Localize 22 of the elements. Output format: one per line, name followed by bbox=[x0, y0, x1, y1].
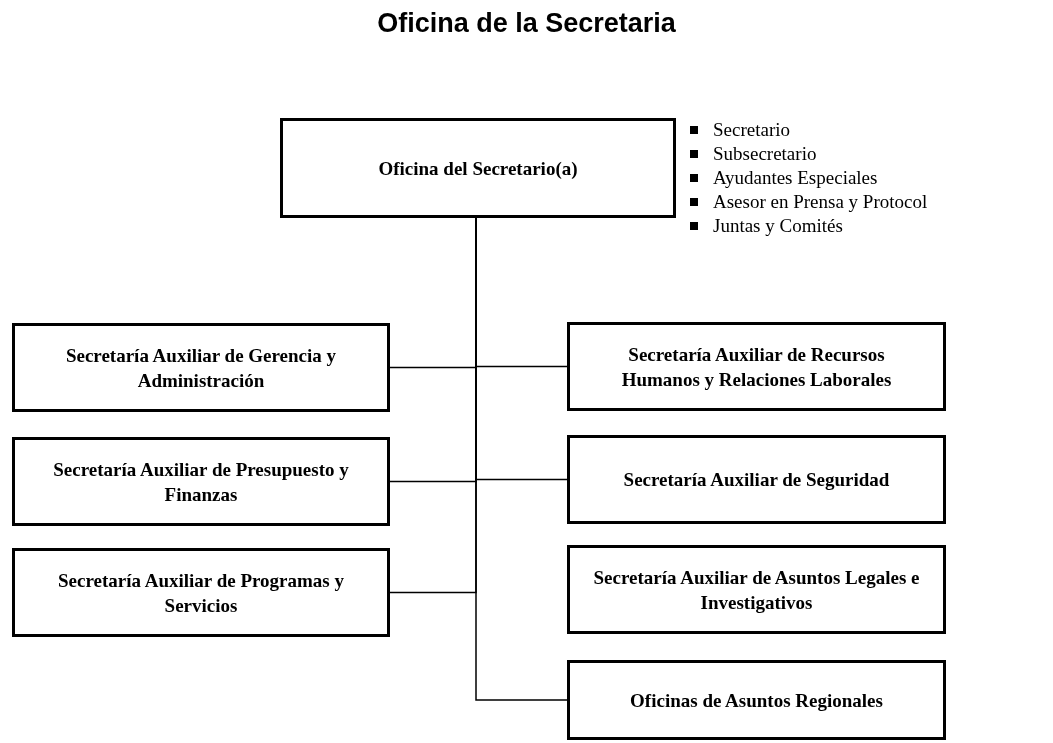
list-item-text: Juntas y Comités bbox=[713, 214, 843, 238]
list-item-text: Secretario bbox=[713, 118, 790, 142]
org-box bbox=[12, 437, 390, 526]
org-box bbox=[567, 545, 946, 634]
box-label: Secretaría Auxiliar de Asuntos Legales e Investigativos bbox=[592, 565, 921, 615]
box-label: Oficina del Secretario(a) bbox=[378, 156, 578, 181]
diagram-title: Oficina de la Secretaria bbox=[376, 8, 677, 39]
list-item-text: Ayudantes Especiales bbox=[713, 166, 878, 190]
list-item-text: Subsecretario bbox=[713, 142, 817, 166]
box-label: Secretaría Auxiliar de Recursos Humanos y Relaciones Laborales bbox=[620, 342, 893, 392]
box-label: Secretaría Auxiliar de Presupuesto y Finanzas bbox=[52, 457, 350, 507]
org-box bbox=[12, 323, 390, 412]
box-label: Oficinas de Asuntos Regionales bbox=[630, 688, 883, 713]
box-label: Secretaría Auxiliar de Programas y Servicios bbox=[57, 568, 345, 618]
box-label: Secretaría Auxiliar de Gerencia y Administración bbox=[64, 343, 338, 393]
box-label: Secretaría Auxiliar de Seguridad bbox=[623, 468, 890, 492]
org-box bbox=[567, 322, 946, 411]
org-box bbox=[12, 548, 390, 637]
org-box bbox=[280, 118, 676, 218]
list-item-text: Asesor en Prensa y Protocol bbox=[713, 190, 928, 214]
org-box bbox=[567, 435, 946, 524]
org-box bbox=[567, 660, 946, 740]
